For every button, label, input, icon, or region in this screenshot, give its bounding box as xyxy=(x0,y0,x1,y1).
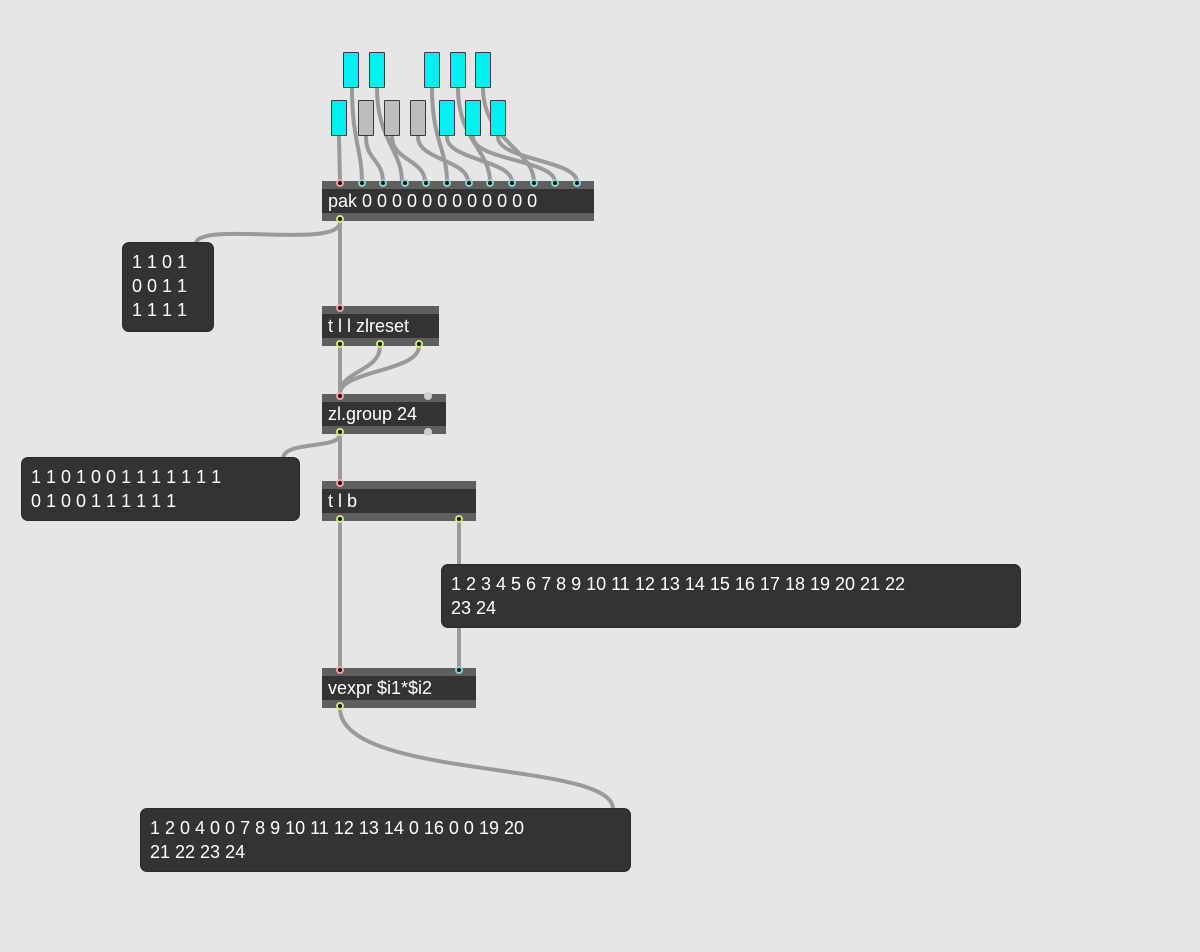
pak-inlet[interactable] xyxy=(443,179,451,187)
pak-inlet[interactable] xyxy=(486,179,494,187)
vexpr-label: vexpr $i1*$i2 xyxy=(328,678,433,698)
toggle-top-5[interactable] xyxy=(475,52,491,88)
patch-cord xyxy=(337,135,342,184)
patch-cord xyxy=(416,135,470,184)
pak-object[interactable]: pak 0 0 0 0 0 0 0 0 0 0 0 0 xyxy=(322,179,594,223)
patch-cord xyxy=(390,135,427,184)
trigger-reset-object[interactable]: t l l zlreset xyxy=(322,304,439,348)
trigger-reset-inlet[interactable] xyxy=(336,304,344,312)
toggle-bottom-1[interactable] xyxy=(331,100,347,136)
pak-object-label: pak 0 0 0 0 0 0 0 0 0 0 0 0 xyxy=(328,191,538,211)
pak-inlet[interactable] xyxy=(530,179,538,187)
pak-inlet[interactable] xyxy=(422,179,430,187)
trigger-reset-outlet[interactable] xyxy=(336,340,344,348)
result-list-message[interactable]: 1 2 0 4 0 0 7 8 9 10 11 12 13 14 0 16 0 … xyxy=(141,809,630,871)
pak-inlet[interactable] xyxy=(358,179,366,187)
toggle-top-2[interactable] xyxy=(369,52,385,88)
patch-cord xyxy=(194,220,342,246)
pak-inlet[interactable] xyxy=(508,179,516,187)
pak-inlet[interactable] xyxy=(336,179,344,187)
toggle-bottom-3[interactable] xyxy=(384,100,400,136)
pak-inlet[interactable] xyxy=(573,179,581,187)
trigger-lb-object[interactable]: t l b xyxy=(322,479,476,523)
vexpr-inlet[interactable] xyxy=(336,666,344,674)
trigger-reset-outlet[interactable] xyxy=(376,340,384,348)
toggle-bottom-4[interactable] xyxy=(410,100,426,136)
pak-inlet[interactable] xyxy=(465,179,473,187)
zl-group-inlet[interactable] xyxy=(336,392,344,400)
toggle-bottom-7[interactable] xyxy=(490,100,506,136)
trigger-reset-label: t l l zlreset xyxy=(328,316,410,336)
patch-cord xyxy=(364,135,385,184)
zl-group-inlet[interactable] xyxy=(424,392,432,400)
zl-group-object[interactable]: zl.group 24 xyxy=(322,392,446,436)
trigger-lb-outlet[interactable] xyxy=(336,515,344,523)
patch-cord xyxy=(281,432,342,461)
pak-outlet[interactable] xyxy=(336,215,344,223)
patch-cord xyxy=(338,344,421,396)
grouped-list-message[interactable]: 1 1 0 1 0 0 1 1 1 1 1 1 1 0 1 0 0 1 1 1 … xyxy=(22,458,299,520)
trigger-lb-outlet[interactable] xyxy=(455,515,463,523)
toggle-top-4[interactable] xyxy=(450,52,466,88)
index-list-message[interactable]: 1 2 3 4 5 6 7 8 9 10 11 12 13 14 15 16 1… xyxy=(442,565,1020,627)
patch-cord xyxy=(471,135,557,184)
toggle-bottom-2[interactable] xyxy=(358,100,374,136)
zl-group-outlet[interactable] xyxy=(424,428,432,436)
pak-inlet[interactable] xyxy=(551,179,559,187)
trigger-lb-inlet[interactable] xyxy=(336,479,344,487)
pak-inlet[interactable] xyxy=(401,179,409,187)
patch-cord xyxy=(338,706,615,811)
pak-inlet[interactable] xyxy=(379,179,387,187)
patch-cord xyxy=(338,344,382,396)
toggle-top-1[interactable] xyxy=(343,52,359,88)
patch-cord xyxy=(445,135,514,184)
toggle-bottom-6[interactable] xyxy=(465,100,481,136)
trigger-reset-outlet[interactable] xyxy=(415,340,423,348)
toggle-bottom-5[interactable] xyxy=(439,100,455,136)
vexpr-object[interactable]: vexpr $i1*$i2 xyxy=(322,666,476,710)
zl-group-outlet[interactable] xyxy=(336,428,344,436)
toggle-top-3[interactable] xyxy=(424,52,440,88)
zl-group-label: zl.group 24 xyxy=(328,404,418,424)
trigger-lb-label: t l b xyxy=(328,491,358,511)
vexpr-outlet[interactable] xyxy=(336,702,344,710)
patch-cord xyxy=(496,135,579,184)
vexpr-inlet[interactable] xyxy=(455,666,463,674)
pattern-grid-message[interactable]: 1 1 0 1 0 0 1 1 1 1 1 1 xyxy=(123,243,213,331)
